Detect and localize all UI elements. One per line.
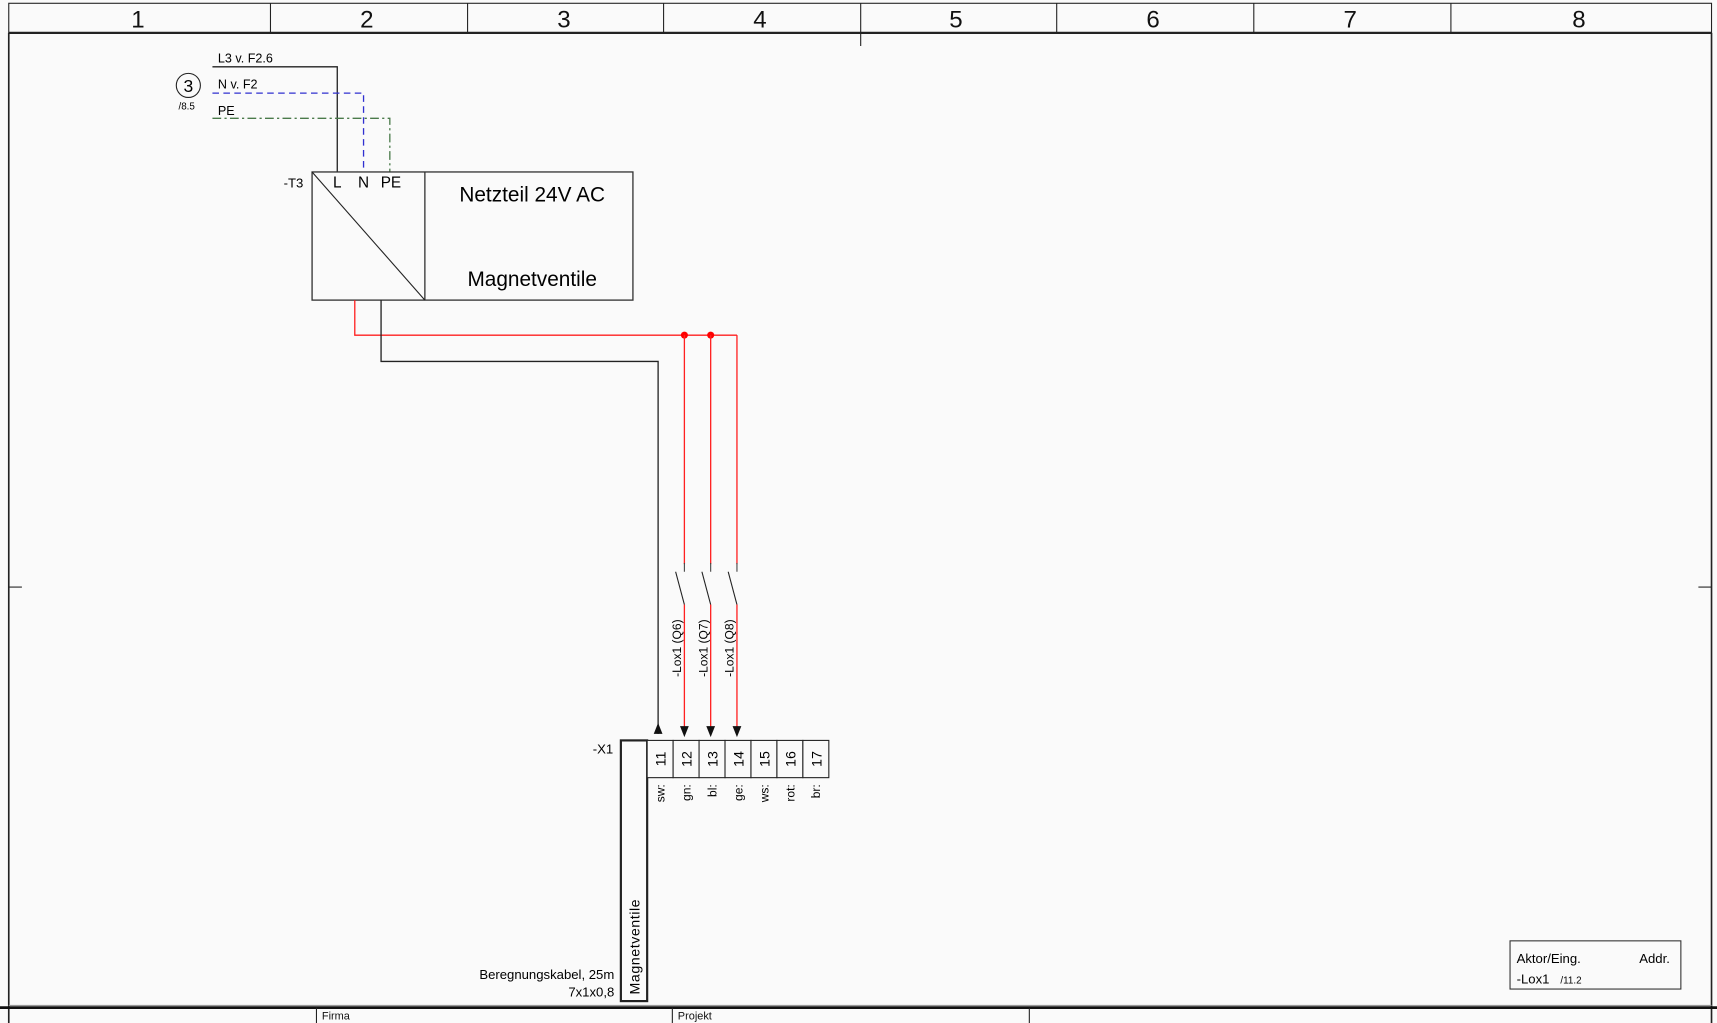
terminal-number: 14 xyxy=(731,751,747,767)
wire-color-label: gn: xyxy=(679,784,693,801)
cross-reference-number: 3 xyxy=(183,76,193,96)
column-number: 1 xyxy=(131,6,144,33)
terminal-n-label: N xyxy=(358,174,369,191)
common-return-wire xyxy=(380,300,659,734)
n-wire xyxy=(212,92,365,172)
terminal-cell xyxy=(802,739,830,779)
contact-q7[interactable]: -Lox1 (Q7) xyxy=(696,335,716,738)
terminal-number: 17 xyxy=(809,751,825,767)
terminal-cell xyxy=(646,739,674,779)
terminal-17[interactable]: 17 br: xyxy=(802,739,830,798)
wire-color-label: rot: xyxy=(783,784,797,801)
wire-color-label: bl: xyxy=(705,784,719,797)
contact-q8[interactable]: -Lox1 (Q8) xyxy=(723,335,742,738)
column-number: 3 xyxy=(557,6,570,33)
live-24v-bus xyxy=(354,300,737,336)
footer-firma-label: Firma xyxy=(322,1011,351,1023)
terminal-12[interactable]: 12 gn: xyxy=(672,739,700,801)
column-number: 2 xyxy=(360,6,373,33)
cross-reference-page[interactable]: /8.5 xyxy=(178,102,195,113)
cross-reference-circle[interactable] xyxy=(175,72,201,99)
terminal-number: 12 xyxy=(680,751,696,767)
terminal-number: 15 xyxy=(757,751,773,767)
column-number: 8 xyxy=(1572,6,1585,33)
column-number: 5 xyxy=(949,6,962,33)
wire-color-label: ws: xyxy=(757,784,771,803)
l-wire-label: L3 v. F2.6 xyxy=(218,51,273,65)
power-supply-subtitle: Magnetventile xyxy=(467,268,596,291)
contact-label: -Lox1 (Q7) xyxy=(696,619,710,677)
terminal-l-label: L xyxy=(333,174,342,191)
column-header: 1 2 3 4 5 6 7 8 xyxy=(8,2,1713,47)
contact-label: -Lox1 (Q8) xyxy=(723,619,737,677)
terminal-15[interactable]: 15 ws: xyxy=(750,739,778,803)
power-supply-t3[interactable]: -T3 L N PE Netzteil 24V AC Magnetventile xyxy=(284,171,634,301)
arrow-down-icon xyxy=(706,726,716,738)
device-legend: Aktor/Eing. Addr. -Lox1 /11.2 xyxy=(1509,940,1682,990)
power-supply-title: Netzteil 24V AC xyxy=(459,184,605,207)
terminal-13[interactable]: 13 bl: xyxy=(698,739,726,797)
terminal-number: 11 xyxy=(654,752,670,767)
terminal-cell xyxy=(776,739,804,779)
power-supply-tag: -T3 xyxy=(284,175,304,190)
output-wiring: -Lox1 (Q6) -Lox1 (Q7) -Lox1 (Q8) xyxy=(354,300,742,738)
terminal-16[interactable]: 16 rot: xyxy=(776,739,804,802)
wire-color-label: sw: xyxy=(654,784,668,802)
terminal-cell xyxy=(672,739,700,779)
contact-q6[interactable]: -Lox1 (Q6) xyxy=(670,335,689,738)
column-number: 6 xyxy=(1146,6,1159,33)
terminal-11[interactable]: 11 sw: xyxy=(646,739,674,802)
pe-wire xyxy=(212,117,391,172)
legend-actor-header: Aktor/Eing. xyxy=(1517,951,1581,966)
pe-wire-label: PE xyxy=(218,104,235,118)
terminal-number: 13 xyxy=(706,751,722,767)
cable-name: Beregnungskabel, 25m xyxy=(479,967,614,982)
legend-address-header: Addr. xyxy=(1639,951,1670,966)
arrow-down-icon xyxy=(732,726,742,738)
terminal-number: 16 xyxy=(783,751,799,767)
terminal-pe-label: PE xyxy=(381,174,401,191)
n-wire-label: N v. F2 xyxy=(218,78,258,92)
l-wire xyxy=(212,66,338,172)
legend-device[interactable]: -Lox1 xyxy=(1517,972,1550,987)
incoming-supply: 3 /8.5 L3 v. F2.6 N v. F2 PE xyxy=(175,51,391,172)
footer-projekt-label: Projekt xyxy=(678,1011,712,1023)
terminal-cell xyxy=(750,739,778,779)
legend-device-ref[interactable]: /11.2 xyxy=(1560,976,1581,987)
sheet-frame: Firma Projekt xyxy=(0,32,1717,1023)
wire-color-label: br: xyxy=(809,784,823,798)
terminal-cell xyxy=(698,739,726,779)
arrow-up-icon xyxy=(653,722,663,734)
column-number: 4 xyxy=(753,6,766,33)
cable-type: 7x1x0,8 xyxy=(568,985,614,1000)
column-number: 7 xyxy=(1343,6,1356,33)
terminal-strip-name: Magnetventile xyxy=(627,899,643,995)
wire-color-label: ge: xyxy=(731,784,745,801)
terminal-14[interactable]: 14 ge: xyxy=(724,739,752,801)
terminal-strip-x1[interactable]: -X1 Magnetventile Beregnungskabel, 25m 7… xyxy=(479,739,830,1003)
terminal-strip-tag: -X1 xyxy=(593,742,613,757)
arrow-down-icon xyxy=(680,726,689,738)
contact-label: -Lox1 (Q6) xyxy=(670,619,684,677)
